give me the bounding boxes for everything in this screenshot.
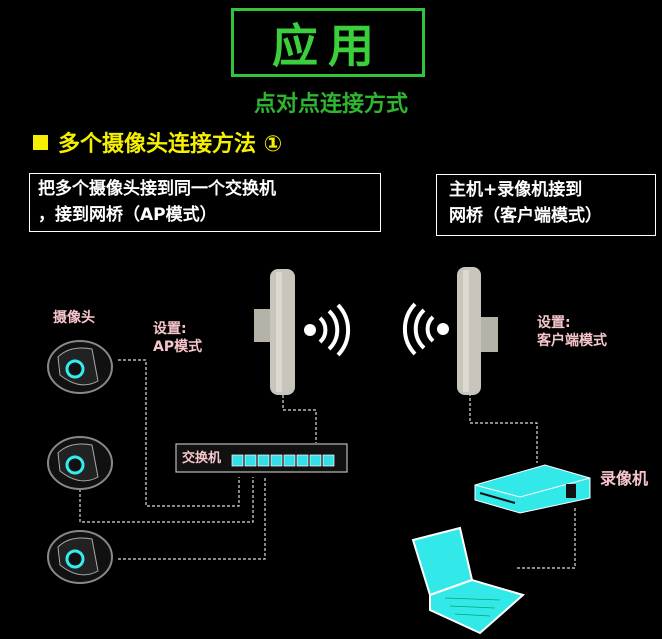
wifi-signal-icon [304,303,351,357]
section-heading-text: 多个摄像头连接方法 ① [58,132,283,157]
camera-label: 摄像头 [53,310,95,326]
dvr-icon [474,464,591,514]
ap-setting-label: 设置: AP模式 [153,320,202,356]
camera-icon [47,530,113,584]
setting-line: 设置: [537,315,571,331]
switch-icon [175,443,348,473]
cable-dvr-laptop [516,508,576,569]
camera-icon [47,340,113,394]
page-title: 应用 [272,18,384,73]
cable-camera-1 [118,359,240,507]
switch-label: 交换机 [182,451,222,466]
section-heading: 多个摄像头连接方法 ① [33,126,282,158]
laptop-icon [411,526,526,635]
setting-line: 客户端模式 [537,333,607,349]
camera-icon [47,436,113,490]
wifi-signal-icon [402,302,449,356]
antenna-ap-icon [254,269,295,395]
cable-ap-switch [282,395,317,443]
setting-line: AP模式 [153,339,203,355]
bullet-square-icon [33,134,48,150]
cable-camera-3 [118,477,266,560]
subtitle: 点对点连接方式 [253,92,408,117]
cable-camera-2 [79,477,254,523]
dvr-label: 录像机 [600,469,649,488]
note-line: ，接到网桥（AP模式） [38,205,217,225]
note-right: 主机+录像机接到 网桥（客户端模式） [436,174,656,236]
note-left: 把多个摄像头接到同一个交换机 ，接到网桥（AP模式） [29,173,381,232]
title-box: 应用 [231,8,425,77]
client-setting-label: 设置: 客户端模式 [537,314,607,350]
camera-icons [47,340,113,584]
antenna-client-icon [457,267,498,395]
setting-line: 设置: [153,321,187,337]
note-line: 主机+录像机接到 [449,180,583,200]
note-line: 把多个摄像头接到同一个交换机 [38,179,276,199]
note-line: 网桥（客户端模式） [449,206,602,226]
cable-client-dvr [469,393,538,463]
